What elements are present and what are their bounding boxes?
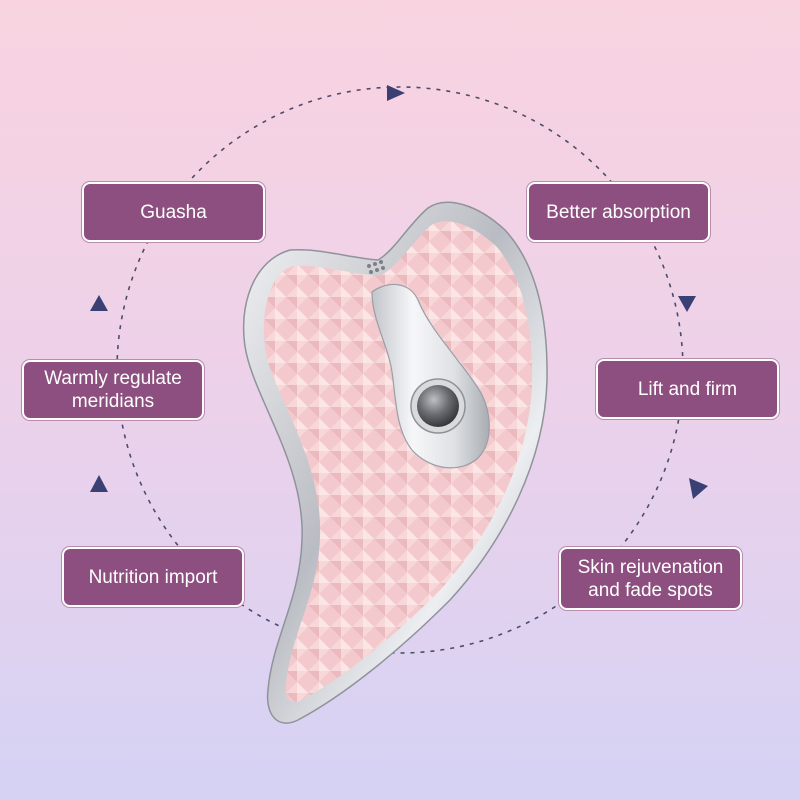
label-lift-and-firm: Lift and firm <box>596 359 779 419</box>
label-absorption-text: Better absorption <box>546 201 691 223</box>
label-skin-rejuvenation: Skin rejuvenation and fade spots <box>559 547 742 610</box>
label-skin-line2: and fade spots <box>588 579 713 601</box>
arrow-left-lower-icon <box>90 475 108 492</box>
label-better-absorption: Better absorption <box>527 182 710 242</box>
arrow-right-lower-icon <box>689 478 708 499</box>
label-skin-line1: Skin rejuvenation <box>577 556 724 578</box>
vent-dots <box>367 260 385 274</box>
label-warmly-line2: meridians <box>71 391 155 412</box>
label-nutrition-import: Nutrition import <box>62 547 244 607</box>
label-guasha: Guasha <box>82 182 265 242</box>
arrow-right-upper-icon <box>678 296 696 312</box>
label-lift-text: Lift and firm <box>637 378 738 400</box>
label-guasha-text: Guasha <box>140 201 207 223</box>
guasha-device <box>242 201 548 724</box>
label-warmly-line1: Warmly regulate <box>44 368 182 389</box>
device-face <box>263 221 533 703</box>
label-nutrition-text: Nutrition import <box>88 566 218 588</box>
label-warmly-regulate-meridians: Warmly regulate meridians <box>22 360 204 420</box>
arrow-top-icon <box>387 85 405 101</box>
arrow-left-upper-icon <box>90 295 108 311</box>
